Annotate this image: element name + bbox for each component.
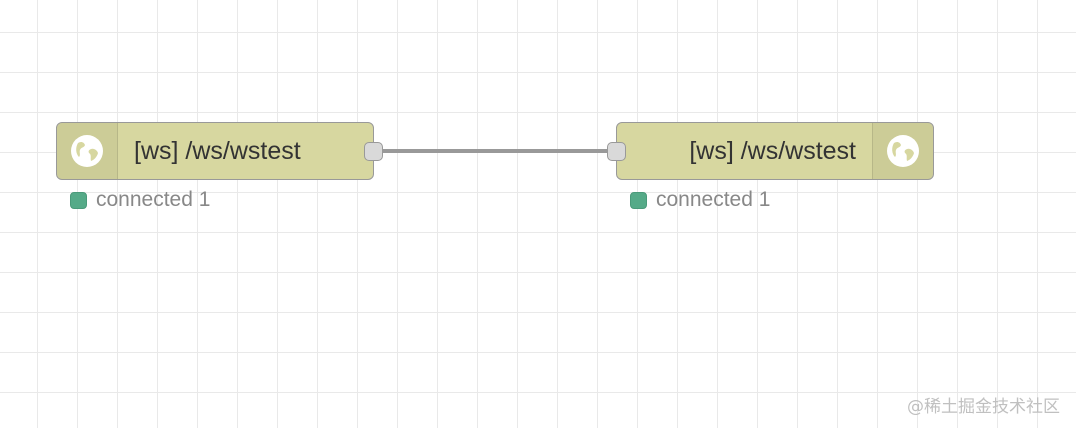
status-text: connected 1 <box>96 188 211 211</box>
input-port[interactable] <box>607 142 626 161</box>
globe-icon <box>71 135 103 167</box>
node-status: connected 1 <box>70 188 210 212</box>
status-indicator-icon <box>70 191 87 209</box>
status-indicator-icon <box>630 191 647 209</box>
node-label: [ws] /ws/wstest <box>134 136 301 165</box>
flow-wire[interactable] <box>375 149 617 153</box>
node-label: [ws] /ws/wstest <box>689 136 856 165</box>
node-status: connected 1 <box>630 188 770 212</box>
globe-icon <box>887 135 919 167</box>
websocket-in-node[interactable]: [ws] /ws/wstest <box>56 122 383 180</box>
output-port[interactable] <box>364 142 383 161</box>
node-icon-area <box>57 123 118 179</box>
watermark: @稀土掘金技术社区 <box>907 397 1060 417</box>
node-icon-area <box>872 123 933 179</box>
websocket-out-node[interactable]: [ws] /ws/wstest <box>607 122 934 180</box>
status-text: connected 1 <box>656 188 771 211</box>
